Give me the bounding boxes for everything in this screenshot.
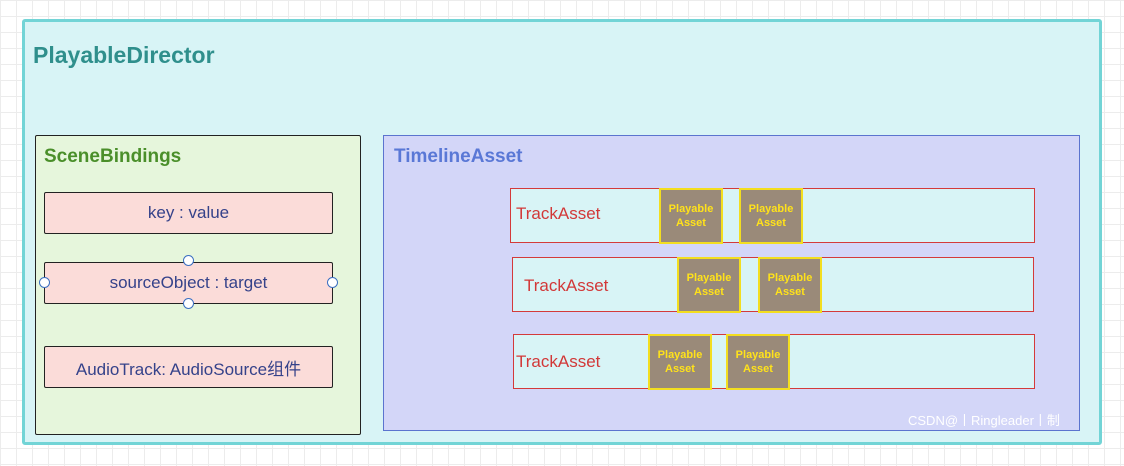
selection-handle-bottom[interactable]	[183, 298, 194, 309]
selection-handle-left[interactable]	[39, 277, 50, 288]
scene-bindings-title: SceneBindings	[44, 146, 182, 167]
binding-key-value[interactable]: key : value	[44, 192, 333, 234]
binding-audio-track[interactable]: AudioTrack: AudioSource组件	[44, 346, 333, 388]
selection-handle-right[interactable]	[327, 277, 338, 288]
track-asset-1-label: TrackAsset	[516, 204, 601, 223]
timeline-asset-title: TimelineAsset	[394, 146, 523, 167]
track-asset-2-label: TrackAsset	[524, 276, 609, 295]
playable-director-title: PlayableDirector	[33, 42, 215, 68]
track-asset-3-label: TrackAsset	[516, 352, 601, 371]
watermark: CSDN@丨Ringleader丨制	[908, 413, 1060, 428]
selection-handle-top[interactable]	[183, 255, 194, 266]
